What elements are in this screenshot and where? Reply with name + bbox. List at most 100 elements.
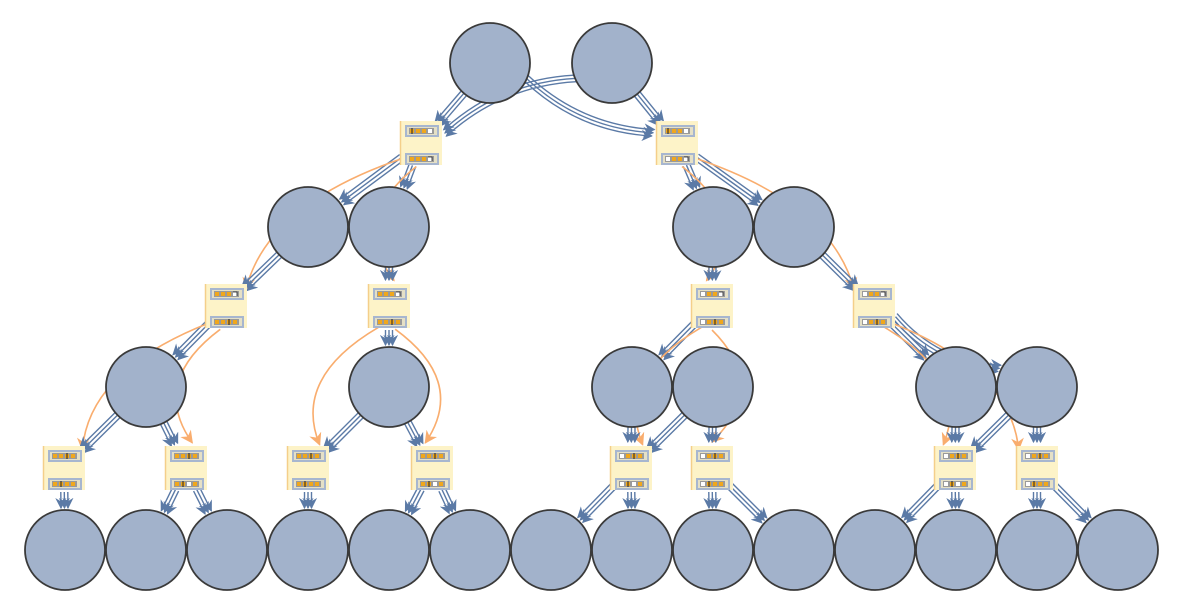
tape-node[interactable] — [933, 446, 976, 490]
corner-marker-icon — [396, 291, 401, 296]
state-transition-edge — [404, 420, 424, 448]
tape-node[interactable] — [367, 284, 410, 328]
state-transition-edge — [298, 491, 318, 510]
tape-node[interactable] — [164, 446, 207, 490]
state-node[interactable] — [429, 509, 511, 591]
tape-row — [210, 288, 244, 300]
tape-node[interactable] — [399, 121, 442, 165]
state-node[interactable] — [24, 509, 106, 591]
state-node[interactable] — [348, 509, 430, 591]
tape-cell — [221, 320, 225, 324]
state-node[interactable] — [1077, 509, 1159, 591]
edges-layer — [55, 74, 1092, 524]
tape-cell — [315, 482, 319, 486]
state-node[interactable] — [834, 509, 916, 591]
tape-node[interactable] — [609, 446, 652, 490]
tape-row — [405, 125, 439, 137]
tape-node[interactable] — [690, 284, 733, 328]
tape-cell — [713, 292, 717, 296]
tape-transition-edge — [394, 328, 442, 444]
tape-cell — [684, 129, 688, 133]
tape-cell — [422, 157, 426, 161]
state-transition-edge — [323, 412, 364, 453]
state-edge-path — [579, 484, 615, 521]
state-node[interactable] — [915, 346, 997, 428]
state-edge-path — [243, 254, 280, 289]
tape-row-strip — [174, 453, 199, 459]
state-transition-edge — [970, 412, 1012, 454]
tape-row — [1021, 478, 1055, 490]
state-node[interactable] — [186, 509, 268, 591]
tape-node[interactable] — [42, 446, 85, 490]
state-node[interactable] — [105, 509, 187, 591]
tape-cell — [638, 454, 642, 458]
tape-row — [416, 450, 450, 462]
tape-cell — [684, 157, 688, 161]
tape-cell — [719, 292, 723, 296]
state-transition-edge — [819, 252, 859, 292]
tape-row — [615, 450, 649, 462]
state-node[interactable] — [672, 186, 754, 268]
states-layer — [24, 22, 1159, 591]
tape-node[interactable] — [690, 446, 733, 490]
tape-cell — [421, 482, 425, 486]
state-transition-edge — [79, 412, 121, 454]
state-node[interactable] — [348, 346, 430, 428]
tape-row-strip — [619, 453, 644, 459]
tape-row-strip — [619, 481, 644, 487]
tape-node[interactable] — [204, 284, 247, 328]
state-node[interactable] — [753, 186, 835, 268]
state-node[interactable] — [267, 509, 349, 591]
state-transition-edge — [379, 329, 399, 347]
state-edge-path — [726, 486, 763, 524]
state-node[interactable] — [591, 509, 673, 591]
state-node[interactable] — [449, 22, 531, 104]
state-node[interactable] — [672, 346, 754, 428]
tape-cell — [421, 454, 425, 458]
tape-cell — [428, 129, 432, 133]
state-transition-edge — [379, 266, 399, 282]
tape-cell — [303, 454, 307, 458]
tape-node[interactable] — [655, 121, 698, 165]
tape-cell — [701, 292, 705, 296]
state-node[interactable] — [672, 509, 754, 591]
state-transition-edge — [159, 421, 179, 448]
tape-cell — [427, 454, 431, 458]
state-edge-path — [246, 256, 283, 292]
state-edge-path — [651, 417, 688, 454]
tape-node[interactable] — [286, 446, 329, 490]
tape-node[interactable] — [1015, 446, 1058, 490]
tape-row — [170, 478, 204, 490]
tape-cell — [71, 482, 75, 486]
tape-row-strip — [420, 453, 445, 459]
state-edge-path — [177, 325, 213, 361]
state-edge-path — [434, 90, 462, 122]
tape-node[interactable] — [852, 284, 895, 328]
tape-row-strip — [700, 453, 725, 459]
state-transition-edge — [1027, 426, 1047, 444]
state-edge-path — [636, 93, 662, 124]
tape-row — [939, 478, 973, 490]
state-node[interactable] — [915, 509, 997, 591]
tape-cell — [396, 320, 400, 324]
state-node[interactable] — [571, 22, 653, 104]
state-node[interactable] — [348, 186, 430, 268]
tape-cell — [433, 482, 437, 486]
state-node[interactable] — [591, 346, 673, 428]
state-edge-path — [438, 490, 451, 515]
tape-cell — [1038, 482, 1042, 486]
state-node[interactable] — [996, 346, 1078, 428]
state-node[interactable] — [996, 509, 1078, 591]
tape-row — [858, 288, 892, 300]
state-node[interactable] — [510, 509, 592, 591]
tape-cell — [439, 482, 443, 486]
state-edge-path — [404, 423, 418, 448]
state-node[interactable] — [267, 186, 349, 268]
tape-cell — [1044, 454, 1048, 458]
state-node[interactable] — [753, 509, 835, 591]
tape-row-strip — [665, 128, 690, 134]
state-node[interactable] — [105, 346, 187, 428]
tape-node[interactable] — [410, 446, 453, 490]
tape-cell — [71, 454, 75, 458]
tape-cell — [956, 482, 960, 486]
